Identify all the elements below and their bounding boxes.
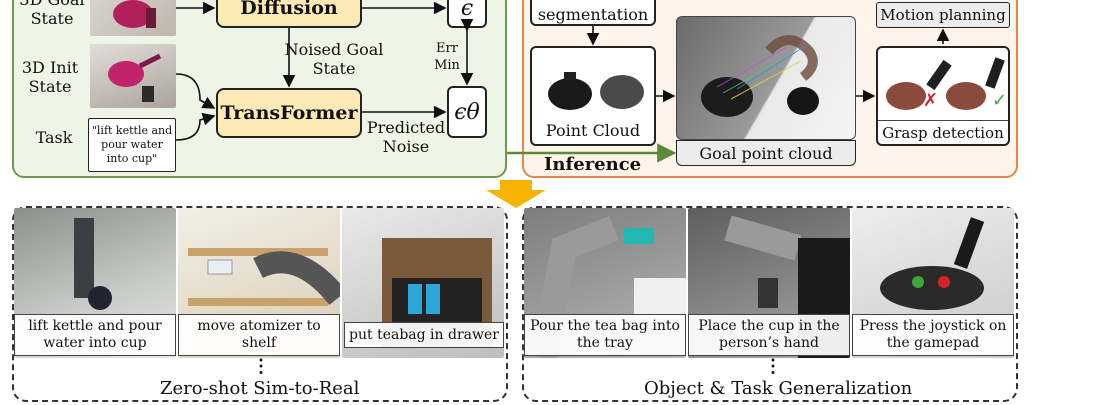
epsilon-theta-box: ϵθ <box>447 86 487 138</box>
point-cloud-image <box>548 72 644 110</box>
task-text-box: "lift kettle and pour water into cup" <box>88 118 176 172</box>
motion-planning-box: Motion planning <box>876 2 1010 28</box>
segmentation-box: segmentation <box>530 0 656 26</box>
generalization-photo-1 <box>524 208 686 358</box>
goal-state-label: 3D Goal State <box>19 0 84 28</box>
goal-point-cloud-label: Goal point cloud <box>699 143 833 163</box>
goal-state-photo <box>90 0 176 36</box>
noised-goal-label: Noised Goal State <box>284 40 384 78</box>
generalization-caption-1: Pour the tea bag into the tray <box>524 314 686 356</box>
arrow-init-to-transformer <box>175 73 216 109</box>
generalization-caption-3: Press the joystick on the gamepad <box>852 314 1014 356</box>
down-arrow <box>486 180 546 208</box>
zero-shot-caption-3: put teabag in drawer <box>344 322 504 348</box>
zero-shot-panel <box>12 206 508 402</box>
diffusion-module: Diffusion <box>216 0 362 28</box>
transformer-label: TransFormer <box>220 102 358 124</box>
grasp-detection-image: ✗ ✓ <box>886 57 1007 111</box>
zero-shot-ellipsis: ⋮ <box>252 356 270 377</box>
goal-point-cloud-image <box>676 16 856 140</box>
zero-shot-title: Zero-shot Sim-to-Real <box>160 378 360 399</box>
arrow-task-to-transformer <box>175 112 216 141</box>
segmentation-label: segmentation <box>537 4 649 24</box>
predicted-noise-label: Predicted Noise <box>366 118 446 156</box>
task-text: "lift kettle and pour water into cup" <box>91 124 173 165</box>
task-label: Task <box>35 128 73 147</box>
goal-point-cloud-label-box: Goal point cloud <box>676 140 856 166</box>
diffusion-label: Diffusion <box>240 0 338 19</box>
zero-shot-caption-2: move atomizer to shelf <box>178 314 340 356</box>
point-cloud-box: Point Cloud <box>530 46 656 146</box>
grasp-detection-label: Grasp detection <box>882 123 1004 142</box>
point-cloud-label: Point Cloud <box>545 121 641 140</box>
epsilon-symbol: ϵ <box>460 0 474 21</box>
generalization-ellipsis: ⋮ <box>764 356 782 377</box>
zero-shot-caption-1: lift kettle and pour water into cup <box>14 314 176 356</box>
grasp-detection-box: ✗ ✓ Grasp detection <box>876 46 1010 146</box>
init-state-label: 3D Init State <box>21 58 79 96</box>
generalization-panel <box>522 206 1018 402</box>
init-state-photo <box>90 44 176 108</box>
err-min-label: Err Min <box>434 41 460 73</box>
epsilon-theta-symbol: ϵθ <box>454 99 480 125</box>
generalization-caption-2: Place the cup in the person’s hand <box>688 314 850 356</box>
motion-planning-label: Motion planning <box>880 5 1006 24</box>
generalization-title: Object & Task Generalization <box>644 378 913 399</box>
transformer-module: TransFormer <box>216 88 362 138</box>
svg-text:✓: ✓ <box>992 90 1007 111</box>
inference-title: Inference <box>544 154 642 175</box>
svg-text:✗: ✗ <box>923 90 938 111</box>
